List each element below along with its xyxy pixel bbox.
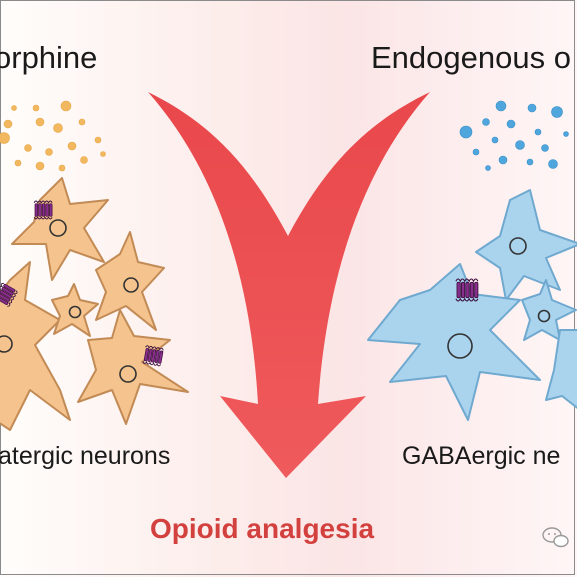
neuron-large-left <box>0 261 71 431</box>
right-neurons <box>367 189 577 421</box>
right-neuron-label: GABAergic ne <box>402 442 561 470</box>
left-neuron-label: atergic neurons <box>0 442 171 470</box>
converging-arrow <box>148 92 430 478</box>
right-nuclei <box>447 237 551 359</box>
endogenous-molecules <box>459 100 569 171</box>
neuron-top <box>11 177 109 281</box>
neuron-blue-large <box>367 263 541 421</box>
neuron-blue-right <box>545 329 577 409</box>
left-nuclei <box>0 219 139 383</box>
right-title: Endogenous o <box>371 40 571 75</box>
morphine-molecules <box>0 100 106 172</box>
wechat-logo-icon <box>542 527 569 548</box>
bottom-label: Opioid analgesia <box>150 513 375 544</box>
neuron-blue-small <box>521 279 577 341</box>
neuron-small <box>51 283 99 337</box>
left-neurons <box>0 177 189 431</box>
neuron-mid <box>95 231 165 331</box>
left-title: orphine <box>0 40 98 75</box>
